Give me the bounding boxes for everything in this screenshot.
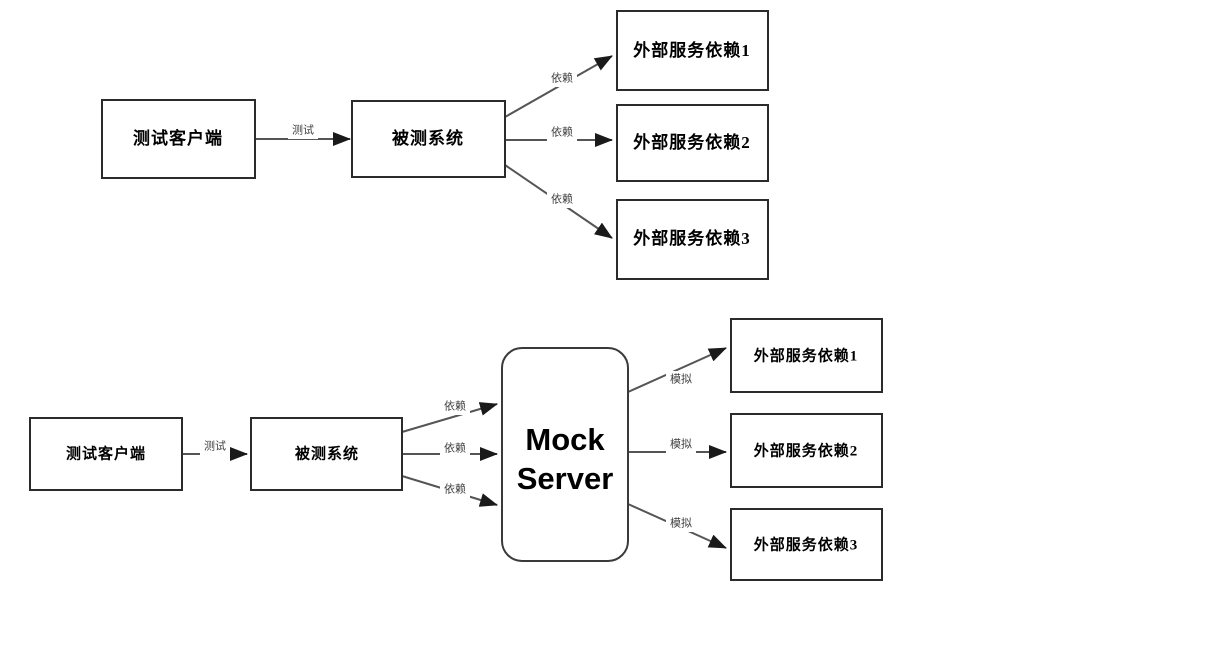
edge-label-simulate-3: 模拟 xyxy=(670,516,692,530)
node-label-line-2: Server xyxy=(517,461,614,496)
node-box[interactable] xyxy=(730,413,883,488)
edge-label-backdrop xyxy=(666,371,696,388)
edge-label-backdrop xyxy=(547,191,577,208)
node-label: 被测系统 xyxy=(295,444,359,462)
node-external-dependency-2-upper[interactable]: 外部服务依赖2 xyxy=(616,104,769,182)
edge-label-backdrop xyxy=(440,398,470,415)
edge-label-group-upper: 测试 依赖 依赖 依赖 xyxy=(288,70,577,208)
node-label: 外部服务依赖3 xyxy=(753,535,859,553)
node-box[interactable] xyxy=(730,318,883,393)
edge-label-test: 测试 xyxy=(204,440,226,453)
node-external-dependency-2-lower[interactable]: 外部服务依赖2 xyxy=(730,413,883,488)
edge-label-backdrop xyxy=(200,438,230,455)
edge-label-simulate-1: 模拟 xyxy=(670,372,692,386)
edge-label-backdrop xyxy=(440,481,470,498)
node-external-dependency-1-upper[interactable]: 外部服务依赖1 xyxy=(616,10,769,91)
edge-label-group-lower: 测试 依赖 依赖 依赖 模拟 模拟 模拟 xyxy=(200,371,696,532)
node-box[interactable] xyxy=(351,100,506,178)
node-box[interactable] xyxy=(501,347,629,562)
node-test-client-upper[interactable]: 测试客户端 xyxy=(101,99,256,179)
edge-sut-to-mock-1 xyxy=(401,402,498,433)
edge-label-dependency-1: 依赖 xyxy=(444,400,466,413)
node-label-line-1: Mock xyxy=(525,422,605,457)
edge-label-dependency-2: 依赖 xyxy=(444,442,466,455)
node-system-under-test-upper[interactable]: 被测系统 xyxy=(351,100,506,178)
node-box[interactable] xyxy=(29,417,183,491)
node-label: 外部服务依赖1 xyxy=(633,40,751,60)
node-box[interactable] xyxy=(616,10,769,91)
edge-label-backdrop xyxy=(547,70,577,87)
node-box[interactable] xyxy=(730,508,883,581)
edge-label-backdrop xyxy=(288,122,318,139)
diagram-with-mock: 测试 依赖 依赖 依赖 模拟 模拟 模拟 测试客户端 被测系统 Mock S xyxy=(29,318,883,581)
node-label: 被测系统 xyxy=(392,128,464,148)
node-external-dependency-3-lower[interactable]: 外部服务依赖3 xyxy=(730,508,883,581)
edge-label-backdrop xyxy=(666,436,696,453)
edge-label-dependency-3: 依赖 xyxy=(444,483,466,496)
edge-label-test: 测试 xyxy=(292,124,314,137)
edge-label-dependency-1: 依赖 xyxy=(551,72,573,85)
node-test-client-lower[interactable]: 测试客户端 xyxy=(29,417,183,491)
edge-label-dependency-3: 依赖 xyxy=(551,193,573,206)
node-mock-server[interactable]: Mock Server xyxy=(501,347,629,562)
node-label: 外部服务依赖2 xyxy=(633,132,751,152)
edge-label-backdrop xyxy=(547,124,577,141)
node-label: 外部服务依赖2 xyxy=(753,441,859,459)
edge-label-dependency-2: 依赖 xyxy=(551,126,573,139)
node-label: 测试客户端 xyxy=(66,444,146,462)
node-system-under-test-lower[interactable]: 被测系统 xyxy=(250,417,403,491)
node-external-dependency-3-upper[interactable]: 外部服务依赖3 xyxy=(616,199,769,280)
edge-mock-to-dep1 xyxy=(627,347,727,393)
diagram-without-mock: 测试 依赖 依赖 依赖 测试客户端 被测系统 外部服务依赖1 外部服务依赖2 xyxy=(101,10,769,280)
edge-label-simulate-2: 模拟 xyxy=(670,437,692,451)
node-label: 外部服务依赖3 xyxy=(633,228,751,248)
node-box[interactable] xyxy=(101,99,256,179)
node-box[interactable] xyxy=(250,417,403,491)
node-box[interactable] xyxy=(616,104,769,182)
node-external-dependency-1-lower[interactable]: 外部服务依赖1 xyxy=(730,318,883,393)
edge-label-backdrop xyxy=(440,440,470,457)
node-label: 测试客户端 xyxy=(133,128,223,148)
edge-label-backdrop xyxy=(666,515,696,532)
node-box[interactable] xyxy=(616,199,769,280)
node-label: 外部服务依赖1 xyxy=(753,346,859,364)
